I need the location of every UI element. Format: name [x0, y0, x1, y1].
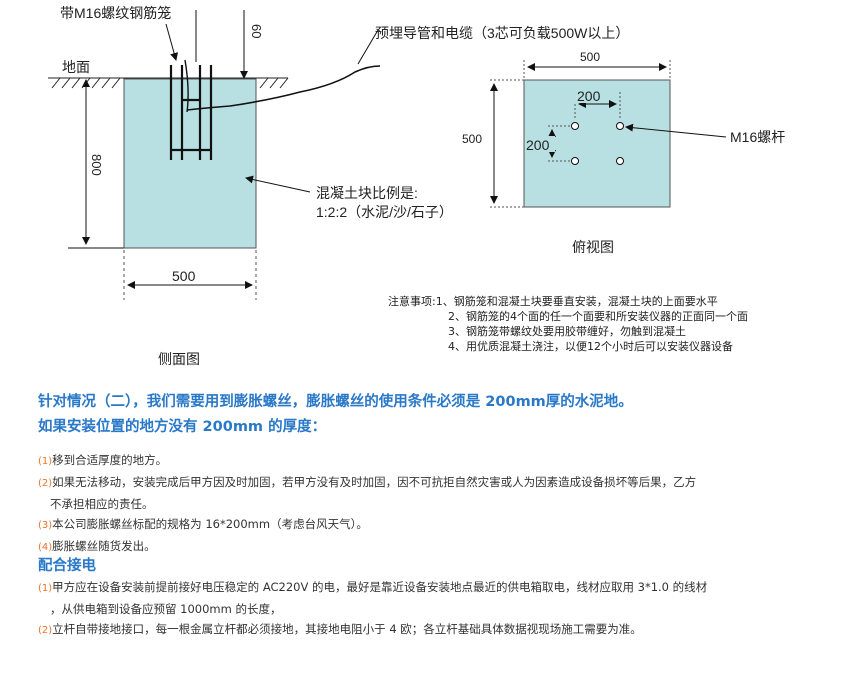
rebar-cage	[169, 65, 213, 160]
note-item: 1、钢筋笼和混凝土块要垂直安装，混凝土块的上面要水平	[435, 295, 718, 308]
conduit-cable	[186, 65, 381, 111]
bolt-holes	[571, 122, 624, 165]
concrete-label-2: 1:2:2（水泥/沙/石子）	[316, 204, 453, 220]
conduit-label: 预埋导管和电缆（3芯可负载500W以上）	[375, 25, 629, 41]
depth-800-label: 800	[89, 154, 104, 176]
note-item: 2、钢筋笼的4个面的任一个面要和所安装仪器的正面同一个面	[448, 310, 748, 323]
note-item: 4、用优质混凝土浇注，以便12个小时后可以安装仪器设备	[448, 340, 733, 353]
section-heading: 针对情况（二），我们需要用到膨胀螺丝，膨胀螺丝的使用条件必须是 200mm厚的水…	[38, 394, 633, 410]
installation-diagram: 地面 带M16螺纹钢筋笼 60 预埋导管和电缆（3芯可负载500W以上） 800…	[48, 5, 785, 367]
spacing-200-h-label: 200	[577, 88, 601, 104]
bolt-label: M16螺杆	[730, 129, 785, 145]
depth-60-label: 60	[249, 24, 264, 38]
section-subheading: 如果安装位置的地方没有 200mm 的厚度：	[38, 419, 327, 435]
ground-label: 地面	[62, 59, 90, 75]
note-item: 3、钢筋笼带螺纹处要用胶带缠好，勿触到混凝土	[448, 325, 686, 338]
height-500-top-label: 500	[462, 132, 482, 146]
list-item: (2)如果无法移动，安装完成后甲方因及时加固，若甲方没有及时加固，因不可抗拒自然…	[38, 475, 697, 511]
expansion-bolt-section: 针对情况（二），我们需要用到膨胀螺丝，膨胀螺丝的使用条件必须是 200mm厚的水…	[38, 390, 830, 558]
concrete-label-1: 混凝土块比例是:	[316, 185, 418, 201]
side-view-caption: 侧面图	[158, 351, 200, 367]
spacing-200-v-label: 200	[526, 137, 550, 153]
width-500-side-label: 500	[172, 268, 196, 284]
notes-prefix: 注意事项:	[388, 295, 436, 308]
width-500-top-label: 500	[580, 50, 600, 64]
section-heading: 配合接电	[38, 558, 96, 574]
cage-label: 带M16螺纹钢筋笼	[60, 5, 171, 21]
list-item: (1)移到合适厚度的地方。	[38, 453, 168, 467]
list-item: (1)甲方应在设备安装前提前接好电压稳定的 AC220V 的电，最好是靠近设备安…	[38, 580, 708, 616]
list-item: (3)本公司膨胀螺丝标配的规格为 16*200mm（考虑台风天气）。	[38, 517, 368, 531]
list-item: (2)立杆自带接地接口，每一根金属立杆都必须接地，其接地电阻小于 4 欧；各立杆…	[38, 622, 642, 636]
concrete-block-side	[123, 78, 257, 249]
installation-notes: 注意事项:1、钢筋笼和混凝土块要垂直安装，混凝土块的上面要水平 2、钢筋笼的4个…	[388, 294, 748, 354]
list-item: (4)膨胀螺丝随货发出。	[38, 539, 156, 553]
power-section: 配合接电 (1)甲方应在设备安装前提前接好电压稳定的 AC220V 的电，最好是…	[38, 555, 830, 641]
top-view-caption: 俯视图	[572, 239, 614, 255]
